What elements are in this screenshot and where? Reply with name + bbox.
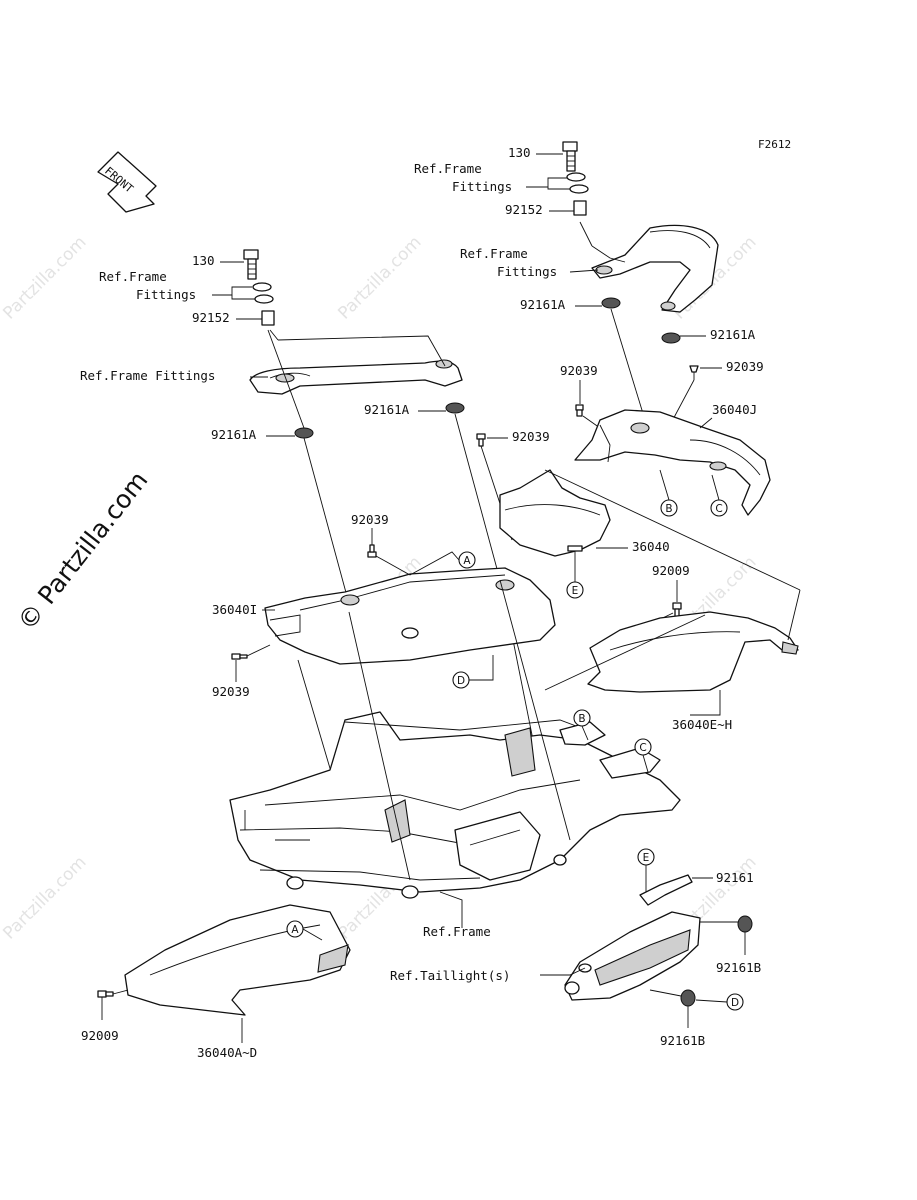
label-92039-l2: 92039: [212, 684, 250, 699]
label-36040I: 36040I: [212, 602, 257, 617]
washer-right-2-icon: [569, 184, 589, 194]
bolt-130-right-icon: [562, 141, 578, 172]
cover-36040J: [574, 409, 771, 516]
label-36040EH: 36040E~H: [672, 717, 732, 732]
label-92152-right: 92152: [505, 202, 543, 217]
label-92039-l1: 92039: [351, 512, 389, 527]
grommet-92161B-2-icon: [680, 989, 696, 1007]
label-36040J: 36040J: [712, 402, 757, 417]
watermark: Partzilla.com: [334, 232, 425, 323]
label-92009-left: 92009: [81, 1028, 119, 1043]
label-92161A-r1: 92161A: [520, 297, 566, 312]
grab-rail-left: [249, 359, 463, 395]
cover-36040: [499, 469, 611, 557]
right-bolt-stack: [562, 141, 589, 216]
callout-e-1: E: [572, 585, 579, 597]
grommet-92161A-r2-icon: [661, 332, 681, 344]
collar-92152-right-icon: [573, 200, 587, 216]
grommet-92161A-l2-icon: [445, 402, 465, 414]
label-92161B-2: 92161B: [660, 1033, 705, 1048]
label-fittings-left: Fittings: [136, 287, 196, 302]
label-130-right: 130: [508, 145, 531, 160]
label-92161: 92161: [716, 870, 754, 885]
watermark: Partzilla.com: [0, 232, 90, 323]
left-bolt-stack: [243, 249, 275, 326]
label-fittings-right: Fittings: [452, 179, 512, 194]
screw-92039-l2-icon: [231, 653, 248, 660]
label-fittings-right2: Fittings: [497, 264, 557, 279]
screw-92039-mid-icon: [476, 433, 486, 447]
washer-left-1-icon: [252, 282, 272, 292]
callout-c-1: C: [715, 503, 722, 515]
label-36040: 36040: [632, 539, 670, 554]
watermark-main: © Partzilla.com: [12, 466, 154, 636]
callout-d-1: D: [457, 675, 465, 687]
front-arrow-icon: FRONT: [97, 151, 157, 213]
label-92039-r2: 92039: [726, 359, 764, 374]
label-ref-frame-right2: Ref.Frame: [460, 246, 528, 261]
grommet-92161A-l1-icon: [294, 427, 314, 439]
label-92152-left: 92152: [192, 310, 230, 325]
figure-code: F2612: [758, 138, 791, 151]
label-ref-frame-fittings-left: Ref.Frame Fittings: [80, 368, 215, 383]
callout-d-2: D: [731, 997, 739, 1009]
watermark: Partzilla.com: [0, 852, 90, 943]
taillight-assembly: [564, 911, 701, 1001]
label-36040AD: 36040A~D: [197, 1045, 257, 1060]
screw-92039-l1-icon: [367, 544, 377, 558]
callout-e-2: E: [643, 852, 650, 864]
label-130-left: 130: [192, 253, 215, 268]
label-92161A-r2: 92161A: [710, 327, 756, 342]
label-ref-frame-bottom: Ref.Frame: [423, 924, 491, 939]
label-ref-taillight: Ref.Taillight(s): [390, 968, 510, 983]
bracket-92161-icon: [639, 874, 693, 906]
rear-frame: [229, 711, 681, 899]
callout-b-2: B: [578, 713, 585, 725]
screw-92039-r1-icon: [575, 404, 584, 417]
washer-right-1-icon: [566, 172, 586, 182]
callout-b-1: B: [665, 503, 672, 515]
grab-handle-right: [591, 224, 719, 313]
label-92039-r1: 92039: [560, 363, 598, 378]
washer-left-2-icon: [254, 294, 274, 304]
label-92161A-l2: 92161A: [364, 402, 410, 417]
label-92161B-1: 92161B: [716, 960, 761, 975]
bolt-130-left-icon: [243, 249, 259, 280]
grommet-92161A-r1-icon: [601, 297, 621, 309]
label-92161A-l1: 92161A: [211, 427, 257, 442]
label-92039-mid: 92039: [512, 429, 550, 444]
grommet-92161B-1-icon: [737, 915, 753, 933]
collar-92152-left-icon: [261, 310, 275, 326]
label-ref-frame-right: Ref.Frame: [414, 161, 482, 176]
cover-36040I: [264, 567, 556, 665]
screw-92009-left-icon: [97, 990, 114, 998]
callout-a-1: A: [463, 555, 471, 567]
cover-36040A-D: [124, 904, 351, 1016]
callout-c-2: C: [639, 742, 646, 754]
callout-a-2: A: [291, 924, 299, 936]
cover-36040E-H: [587, 611, 799, 693]
label-92009-right: 92009: [652, 563, 690, 578]
screw-92009-right-icon: [672, 602, 682, 618]
label-ref-frame-left: Ref.Frame: [99, 269, 167, 284]
screw-92039-r2-icon: [689, 365, 699, 380]
